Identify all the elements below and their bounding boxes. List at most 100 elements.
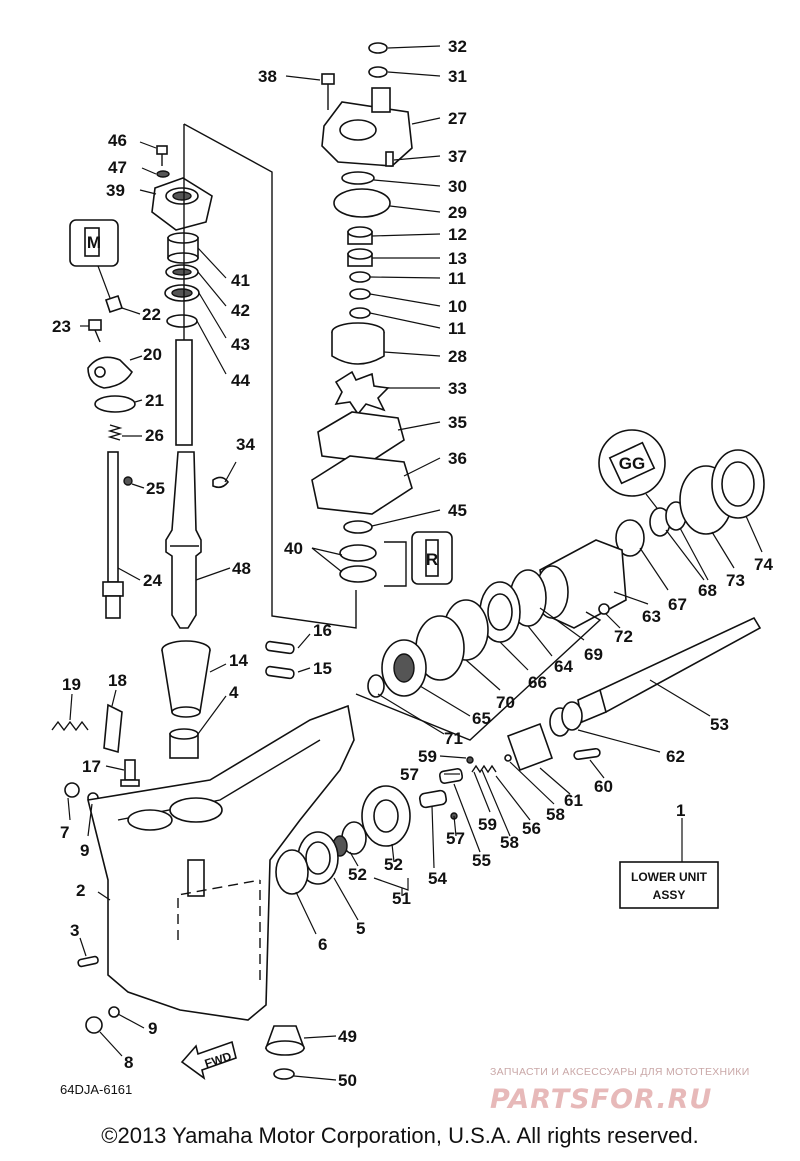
inset-label-gg: GG — [619, 454, 645, 473]
part-shift-lever-20 — [87, 356, 133, 389]
callout-66: 66 — [528, 673, 547, 692]
part-reverse-gear-65 — [381, 639, 427, 697]
callout-45: 45 — [448, 501, 467, 520]
part-seal-45 — [343, 520, 373, 534]
part-bolt-46 — [156, 145, 168, 166]
callout-67: 67 — [668, 595, 687, 614]
callout-59-bottom: 59 — [478, 815, 497, 834]
part-bolt-23 — [88, 319, 102, 343]
part-spring-56 — [471, 764, 497, 774]
callout-49: 49 — [338, 1027, 357, 1046]
callout-10: 10 — [448, 297, 467, 316]
callout-68: 68 — [698, 581, 717, 600]
diagram-code: 64DJA-6161 — [60, 1082, 132, 1097]
callout-21: 21 — [145, 391, 164, 410]
callout-56: 56 — [522, 819, 541, 838]
callout-3: 3 — [70, 921, 79, 940]
callout-9-top: 9 — [80, 841, 89, 860]
callout-51: 51 — [392, 889, 411, 908]
callout-50: 50 — [338, 1071, 357, 1090]
callout-23: 23 — [52, 317, 71, 336]
leader-lines — [67, 45, 763, 1081]
callout-74: 74 — [754, 555, 773, 574]
part-spring-62 — [549, 701, 583, 737]
callout-35: 35 — [448, 413, 467, 432]
part-bearing-41 — [167, 232, 199, 264]
part-ball-59 — [466, 756, 474, 764]
part-bolt-17 — [120, 759, 140, 787]
callout-13: 13 — [448, 249, 467, 268]
callout-43: 43 — [231, 335, 250, 354]
part-screw-7 — [64, 782, 80, 798]
part-dog-clutch-61 — [506, 722, 554, 772]
callout-65: 65 — [472, 709, 491, 728]
callout-69: 69 — [584, 645, 603, 664]
fwd-arrow: FWD — [180, 1040, 237, 1080]
callout-31: 31 — [448, 67, 467, 86]
part-key-34 — [212, 476, 230, 489]
part-screw-8 — [85, 1016, 103, 1034]
part-ring-11b — [349, 307, 371, 319]
part-spring-19 — [51, 720, 89, 732]
callout-27: 27 — [448, 109, 467, 128]
part-shift-slider-57 — [418, 789, 448, 809]
part-plunger-55 — [438, 768, 464, 784]
part-clip-22 — [104, 294, 124, 314]
callout-52a: 52 — [384, 855, 403, 874]
part-oring-21 — [94, 395, 136, 413]
callout-60: 60 — [594, 777, 613, 796]
callout-11a: 11 — [448, 269, 466, 288]
part-washer-47 — [156, 170, 170, 178]
part-shim-71 — [367, 674, 385, 698]
callout-39: 39 — [106, 181, 125, 200]
callout-29: 29 — [448, 203, 467, 222]
callout-37: 37 — [448, 147, 467, 166]
callout-48: 48 — [232, 559, 251, 578]
callout-72: 72 — [614, 627, 633, 646]
callout-58-left: 58 — [500, 833, 519, 852]
callout-9-bottom: 9 — [148, 1019, 157, 1038]
watermark-logo: PARTSFOR.RU — [490, 1084, 712, 1115]
callout-7: 7 — [60, 823, 69, 842]
part-oring-44 — [166, 314, 198, 328]
part-washer-9-bottom — [108, 1006, 120, 1018]
callout-73: 73 — [726, 571, 745, 590]
part-forward-gear-52 — [332, 785, 411, 857]
callout-11b: 11 — [448, 319, 466, 338]
callout-40: 40 — [284, 539, 303, 558]
callout-44: 44 — [231, 371, 250, 390]
callout-30: 30 — [448, 177, 467, 196]
part-pump-housing-27 — [321, 87, 413, 167]
part-pin-15 — [265, 665, 295, 680]
assy-line1: LOWER UNIT — [631, 870, 708, 884]
part-pin-25 — [123, 476, 133, 486]
callout-54: 54 — [428, 869, 447, 888]
callout-4: 4 — [229, 683, 239, 702]
callout-59-top: 59 — [418, 747, 437, 766]
callout-41: 41 — [231, 271, 250, 290]
part-bushing-4 — [169, 728, 199, 759]
callout-18: 18 — [108, 671, 127, 690]
part-ring-10 — [349, 288, 371, 300]
callout-16: 16 — [313, 621, 332, 640]
part-ring-nut-74 — [711, 449, 765, 519]
part-pin-60 — [573, 747, 601, 761]
inset-callout-gg: GG — [598, 429, 666, 497]
part-impeller-cup-28 — [331, 322, 385, 365]
part-plate-35 — [317, 411, 405, 463]
part-bearing-63 — [615, 519, 645, 557]
part-pin-3 — [77, 955, 99, 968]
part-bolt-38 — [321, 73, 335, 110]
callout-47: 47 — [108, 158, 127, 177]
callout-57-top: 57 — [400, 765, 419, 784]
callout-numbers: 46 47 39 41 42 43 44 22 23 20 21 26 25 2… — [52, 37, 773, 1090]
part-nut-50 — [273, 1068, 295, 1080]
callout-71: 71 — [444, 729, 463, 748]
callout-38: 38 — [258, 67, 277, 86]
callout-36: 36 — [448, 449, 467, 468]
inset-callout-r: R — [384, 531, 453, 587]
part-ring-11a — [349, 271, 371, 283]
callout-15: 15 — [313, 659, 332, 678]
part-sleeve-14 — [161, 640, 211, 718]
